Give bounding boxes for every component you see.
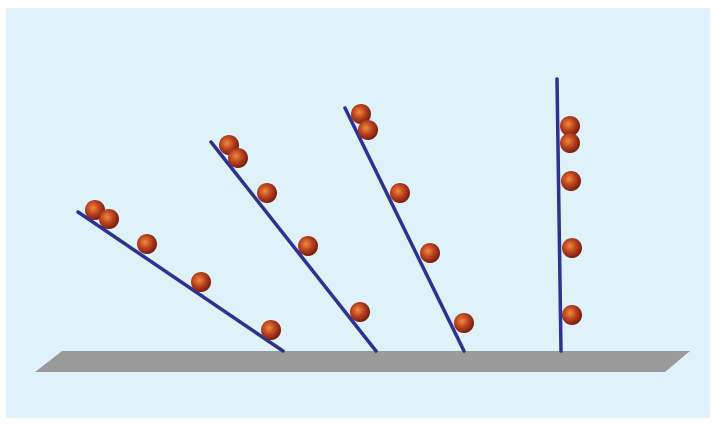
rod-1-ball-3 [137,234,157,254]
rod-3-ball-3 [390,183,410,203]
rod-3-ball-4 [420,243,440,263]
rod-4-ball-5 [562,305,582,325]
rod-4-ball-4 [562,238,582,258]
rod-3-ball-5 [454,313,474,333]
rod-1-ball-5 [261,320,281,340]
rod-2-ball-4 [298,236,318,256]
rod-2-ball-3 [257,183,277,203]
rod-4-ball-3 [561,171,581,191]
rod-3-ball-2 [358,120,378,140]
rod-2-ball-2 [228,148,248,168]
rod-4-ball-2 [560,133,580,153]
rod-1-ball-4 [191,272,211,292]
rod-2-ball-5 [350,302,370,322]
rod-1-ball-2 [99,209,119,229]
ground-plane [35,351,690,372]
